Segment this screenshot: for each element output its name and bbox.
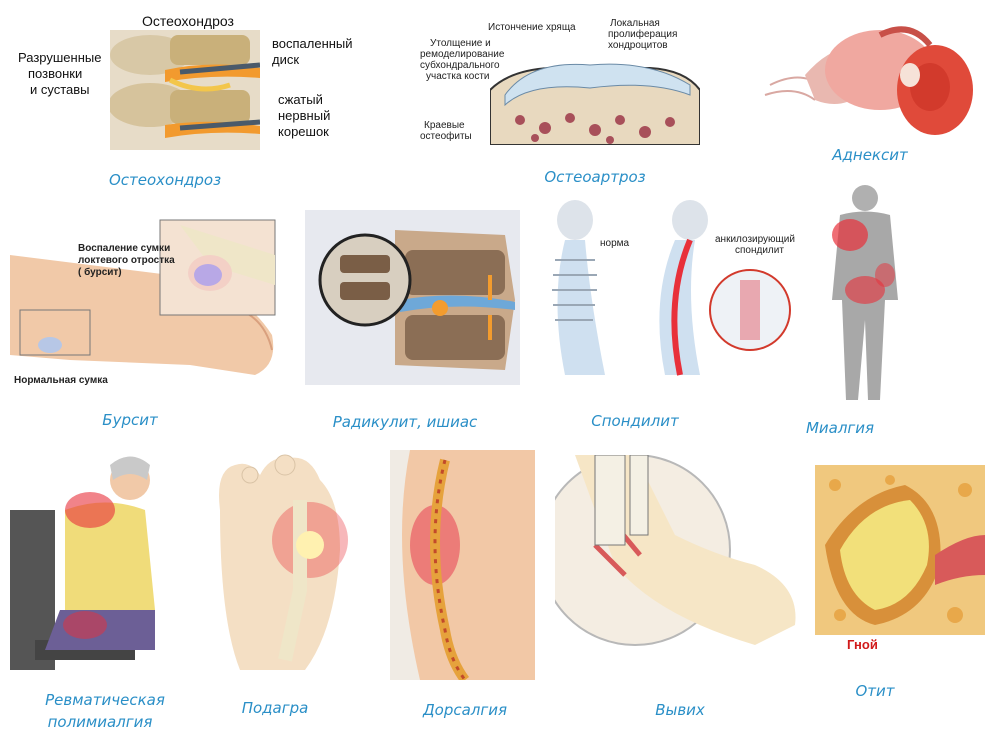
osteochondrosis-right-label-1a: воспаленный — [272, 36, 353, 51]
radiculitis-panel: Радикулит, ишиас — [305, 210, 520, 435]
osteoarthrosis-osteophyte-label-2: остеофиты — [420, 131, 472, 142]
osteoarthrosis-thick-label-4: участка кости — [426, 71, 490, 82]
dorsalgia-illustration — [390, 450, 535, 680]
osteochondrosis-illustration — [110, 30, 260, 150]
caption-radiculitis: Радикулит, ишиас — [332, 413, 478, 431]
otitis-panel: Гной Отит — [815, 465, 990, 733]
adnexitis-illustration — [760, 15, 975, 145]
osteoarthrosis-panel: Истончение хряща Локальная пролиферация … — [400, 10, 720, 195]
caption-dorsalgia: Дорсалгия — [422, 701, 508, 719]
radiculitis-illustration — [305, 210, 520, 385]
caption-polymyalgia-line2: полимиалгия — [47, 713, 153, 731]
bursitis-inflammation-label-2: локтевого отростка — [78, 255, 175, 266]
adnexitis-panel: Аднексит — [750, 0, 990, 175]
osteoarthrosis-thick-label-3: субхондрального — [420, 60, 500, 71]
spondylitis-panel: норма анкилозирующий спондилит Спондилит — [525, 200, 795, 435]
caption-adnexitis: Аднексит — [832, 146, 908, 164]
bursitis-normal-label: Нормальная сумка — [14, 375, 108, 386]
osteoarthrosis-thick-label-1: Утолщение и — [430, 38, 491, 49]
dislocation-illustration — [555, 455, 800, 670]
myalgia-illustration — [810, 180, 910, 405]
bursitis-inflammation-label-1: Воспаление сумки — [78, 243, 171, 254]
bursitis-panel: Воспаление сумки локтевого отростка ( бу… — [10, 215, 295, 435]
otitis-illustration — [815, 465, 985, 635]
polymyalgia-panel: Ревматическая полимиалгия — [5, 450, 200, 733]
caption-gout: Подагра — [241, 699, 309, 717]
osteochondrosis-right-label-2c: корешок — [278, 124, 329, 139]
dislocation-panel: Вывих — [555, 455, 800, 733]
osteoarthrosis-thick-label-2: ремоделирование — [420, 49, 505, 60]
osteoarthrosis-illustration — [490, 50, 700, 145]
bursitis-inflammation-label-3: ( бурсит) — [78, 267, 122, 278]
osteochondrosis-right-label-1b: диск — [272, 52, 300, 67]
polymyalgia-illustration — [5, 450, 175, 680]
osteoarthrosis-prolif-label-2: пролиферация — [608, 29, 678, 40]
osteoarthrosis-osteophyte-label-1: Краевые — [424, 120, 465, 131]
caption-osteoarthrosis: Остеоартроз — [544, 168, 646, 186]
spondylitis-ankylosing-label-2: спондилит — [735, 245, 784, 256]
spondylitis-norm-label: норма — [600, 238, 630, 249]
gout-panel: Подагра — [200, 445, 380, 725]
caption-spondylitis: Спондилит — [591, 412, 679, 430]
spondylitis-ankylosing-label-1: анкилозирующий — [715, 234, 795, 245]
spondylitis-illustration — [535, 200, 795, 380]
osteoarthrosis-prolif-label-1: Локальная — [610, 18, 660, 29]
otitis-pus-label: Гной — [847, 637, 878, 652]
osteoarthrosis-prolif-label-3: хондроцитов — [608, 40, 668, 51]
dorsalgia-panel: Дорсалгия — [385, 450, 545, 733]
gout-illustration — [200, 450, 375, 675]
bursitis-illustration — [10, 215, 290, 390]
myalgia-panel: Миалгия — [800, 180, 990, 440]
caption-osteochondrosis: Остеохондроз — [108, 171, 222, 189]
osteochondrosis-left-label-1: Разрушенные — [18, 50, 102, 65]
osteochondrosis-left-label-2: позвонки — [28, 66, 83, 81]
osteochondrosis-right-label-2b: нервный — [278, 108, 331, 123]
caption-bursitis: Бурсит — [102, 411, 158, 429]
osteoarthrosis-thinning-label: Истончение хряща — [488, 22, 576, 33]
caption-otitis: Отит — [855, 682, 895, 700]
osteochondrosis-panel: Остеохондроз Разрушенные позвонки и суст… — [10, 10, 360, 195]
osteochondrosis-title-label: Остеохондроз — [142, 13, 234, 29]
caption-dislocation: Вывих — [655, 701, 705, 719]
caption-polymyalgia-line1: Ревматическая — [45, 691, 165, 709]
caption-myalgia: Миалгия — [805, 419, 875, 437]
osteochondrosis-left-label-3: и суставы — [30, 82, 90, 97]
osteochondrosis-right-label-2a: сжатый — [278, 92, 323, 107]
